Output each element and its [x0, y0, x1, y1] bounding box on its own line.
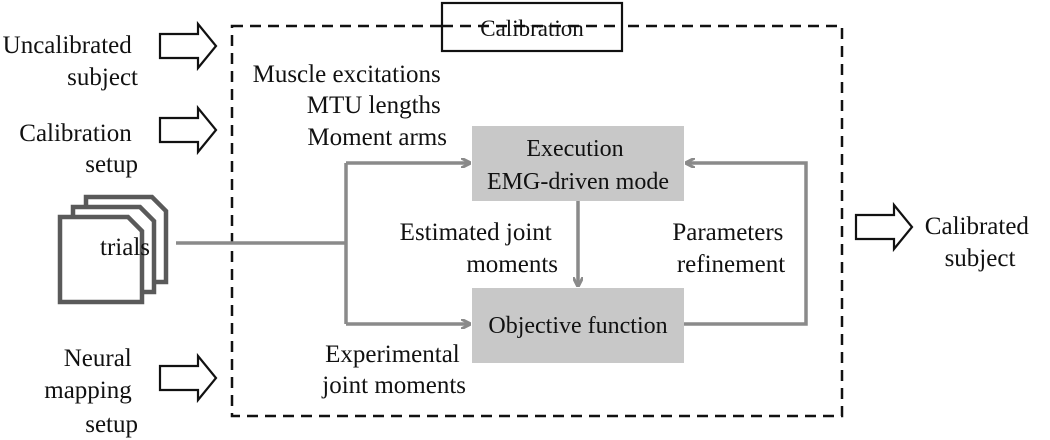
- uncalibrated-subject-label: Uncalibrated subject: [3, 32, 138, 91]
- uncalibrated-subject-arrow: [158, 20, 218, 72]
- trials-document-stack-icon: [57, 194, 169, 305]
- parameters-refinement-label: Parameters refinement: [672, 219, 789, 278]
- calibration-boundary: [230, 24, 844, 418]
- model-inputs-label: Muscle excitations MTU lengths Moment ar…: [253, 61, 447, 151]
- feedback-loop-connector: [684, 163, 808, 326]
- calibration-setup-arrow: [158, 104, 218, 156]
- calibration-title: Calibration: [480, 16, 584, 41]
- calibration-setup-label: Calibration setup: [19, 120, 138, 178]
- execution-label: Execution EMG-driven mode: [487, 136, 669, 195]
- execution-block: [472, 126, 684, 201]
- trials-label: trials: [100, 234, 150, 261]
- experimental-moments-label: Experimental joint moments: [321, 341, 466, 399]
- neural-mapping-setup-label: Neural mapping setup: [44, 345, 138, 438]
- calibrated-subject-arrow: [854, 201, 914, 253]
- objective-function-label: Objective function: [488, 313, 667, 339]
- calibrated-subject-label: Calibrated subject: [925, 213, 1035, 272]
- objective-function-block: [472, 288, 684, 363]
- estimated-moments-label: Estimated joint moments: [400, 219, 558, 278]
- neural-mapping-setup-arrow: [158, 352, 218, 404]
